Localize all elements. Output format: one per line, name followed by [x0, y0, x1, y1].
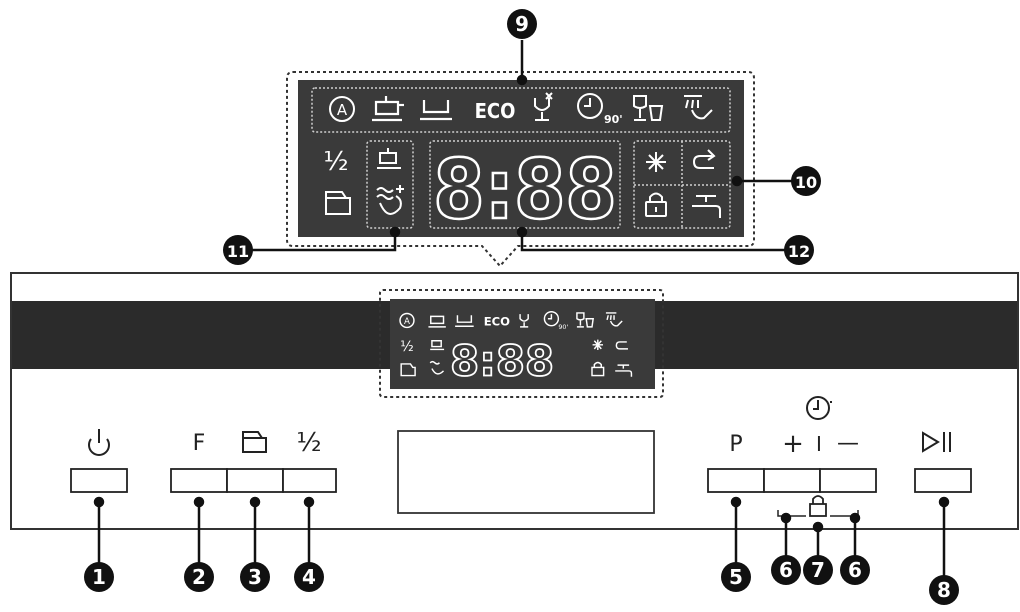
- callout-11: 11: [223, 235, 253, 265]
- salt-indicator-icon: [646, 152, 666, 172]
- small-display-content: A ECO 90' ½ 8:88: [399, 311, 633, 386]
- callout-9: 9: [507, 9, 537, 39]
- half-load-button-icon: ½: [296, 428, 321, 458]
- small-display-frame: [379, 289, 664, 398]
- svg-text:6: 6: [848, 558, 862, 582]
- f-button[interactable]: [170, 468, 228, 493]
- callout-7: 7: [803, 555, 833, 585]
- svg-text:12: 12: [788, 242, 810, 261]
- callout-4: 4: [294, 562, 324, 592]
- display-screen: [298, 80, 744, 237]
- plus-label: +: [782, 429, 804, 459]
- svg-text:6: 6: [779, 558, 793, 582]
- eco-text: ECO: [475, 99, 516, 123]
- rinse-aid-icon: [692, 149, 716, 169]
- zoomed-display: A ECO 90': [286, 71, 755, 268]
- svg-text:8: 8: [937, 578, 951, 602]
- lower-basket-button[interactable]: [226, 468, 284, 493]
- normal-bowl-icon: [420, 100, 452, 121]
- small-basket-icon: [400, 363, 416, 377]
- p-label: P: [729, 432, 742, 457]
- svg-text:11: 11: [227, 242, 249, 261]
- minus-button[interactable]: [819, 468, 877, 493]
- leader-lines: [93, 40, 950, 578]
- svg-text:7: 7: [811, 558, 825, 582]
- small-pot-option-icon: [430, 340, 445, 351]
- child-lock-icon: [645, 192, 667, 217]
- small-tap-icon: [615, 364, 633, 377]
- clock-group-frame: [429, 140, 621, 229]
- center-label-area: [397, 430, 655, 514]
- callout-8: 8: [929, 575, 959, 605]
- small-quick-icon: 90': [543, 311, 568, 331]
- svg-text:10: 10: [795, 173, 817, 192]
- auto-program-icon: A: [329, 96, 355, 122]
- callout-1: 1: [84, 562, 114, 592]
- small-eco-text: ECO: [484, 315, 510, 329]
- svg-text:5: 5: [729, 565, 743, 589]
- lower-basket-icon: [325, 191, 351, 215]
- play-pause-icon: [922, 431, 951, 453]
- p-button[interactable]: [707, 468, 765, 493]
- small-rinse-icon: [615, 341, 628, 350]
- small-glass-cup-icon: [576, 312, 594, 328]
- water-tap-icon: [692, 195, 721, 218]
- callout-badges: 1 2 3 4 5 6 7 6 8 9 10 11 12: [84, 9, 959, 605]
- half-load-icon: ½: [323, 147, 348, 177]
- half-load-button[interactable]: [282, 468, 337, 493]
- f-label: F: [193, 431, 206, 456]
- power-icon: [88, 429, 110, 456]
- callout-2: 2: [184, 562, 214, 592]
- clock-digits: 8:88: [433, 143, 617, 238]
- svg-text:9: 9: [515, 12, 529, 36]
- small-lock-icon: [591, 361, 605, 377]
- plus-button[interactable]: [763, 468, 821, 493]
- program-group-frame: [311, 87, 731, 133]
- callout-10: 10: [791, 166, 821, 196]
- quick-90-icon: 90': [577, 93, 623, 126]
- svg-text:3: 3: [248, 565, 262, 589]
- bar-label: I: [816, 432, 822, 456]
- small-bowl-icon: [455, 315, 474, 327]
- callout-3: 3: [240, 562, 270, 592]
- small-salt-icon: [592, 339, 604, 351]
- svg-text:90': 90': [604, 113, 623, 126]
- extra-dry-icon: [376, 185, 404, 215]
- small-glass-care-icon: [519, 314, 529, 328]
- pot-option-icon: [377, 148, 401, 169]
- svg-text:A: A: [404, 317, 410, 327]
- power-button[interactable]: [70, 468, 128, 493]
- callout-6-left: 6: [771, 555, 801, 585]
- delay-timer-icon: [806, 396, 832, 420]
- small-half-icon: ½: [400, 339, 413, 355]
- options-group-frame: [366, 140, 414, 229]
- minus-label: —: [837, 431, 859, 456]
- glass-cup-icon: [633, 95, 664, 121]
- small-spray-icon: [605, 312, 623, 327]
- small-auto-program-icon: A: [399, 312, 415, 329]
- small-pot-icon: [428, 315, 446, 328]
- small-display-screen: [390, 299, 655, 389]
- small-clock-digits: 8:88: [450, 337, 554, 386]
- start-pause-button[interactable]: [914, 468, 972, 493]
- prewash-spray-icon: [684, 95, 713, 120]
- lock-icon: [809, 495, 827, 517]
- small-extra-dry-icon: [429, 360, 445, 375]
- svg-text:90': 90': [558, 323, 568, 331]
- callout-12: 12: [784, 235, 814, 265]
- svg-text:4: 4: [302, 565, 316, 589]
- svg-text:2: 2: [192, 565, 206, 589]
- callout-5: 5: [721, 562, 751, 592]
- control-panel: A ECO 90' ½ 8:88 F: [10, 272, 1019, 530]
- intensive-pot-icon: [372, 96, 404, 122]
- lower-basket-button-icon: [242, 431, 267, 453]
- callout-6-right: 6: [840, 555, 870, 585]
- svg-text:A: A: [337, 101, 348, 119]
- svg-text:1: 1: [92, 565, 106, 589]
- glass-care-icon: [534, 92, 553, 121]
